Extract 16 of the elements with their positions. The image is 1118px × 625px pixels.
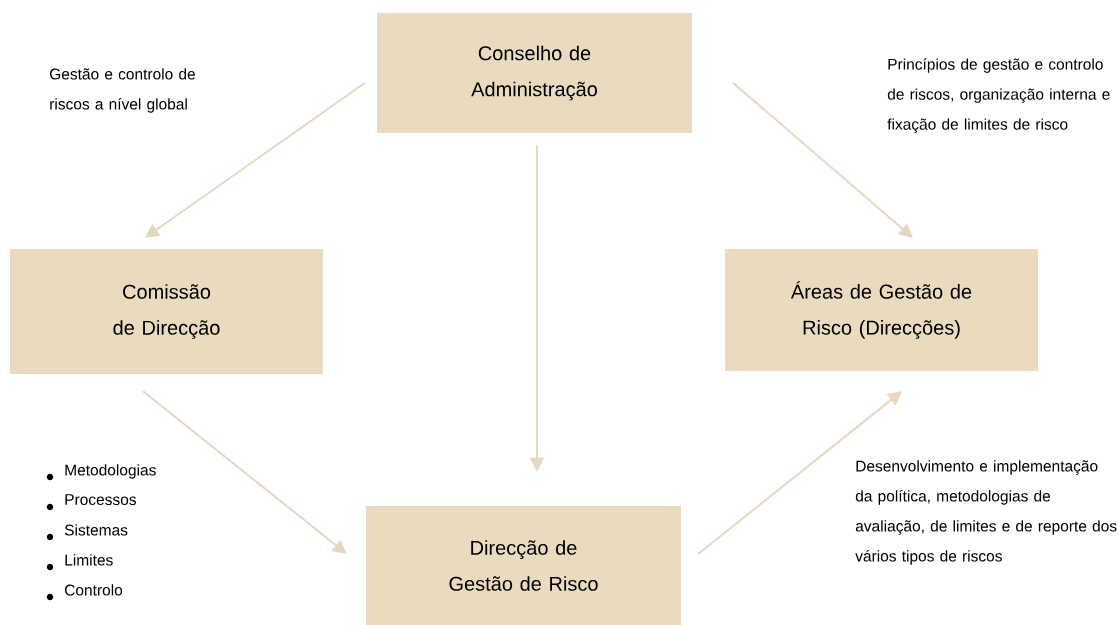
- arrow: [697, 391, 902, 555]
- process-box: Direcção de Gestão de Risco: [366, 506, 681, 625]
- list-item: Processos: [65, 494, 136, 506]
- process-box: Conselho de Administração: [377, 13, 692, 133]
- arrow: [145, 82, 366, 238]
- arrow: [142, 390, 347, 554]
- annotation-text: Gestão e controlo de riscos a nível global: [50, 68, 195, 113]
- process-box: Áreas de Gestão de Risco (Direcções): [725, 249, 1038, 371]
- list-item: Controlo: [65, 584, 123, 596]
- annotation-text: Desenvolvimento e implementação da política, metodologias de avaliação, de limites e de reporte dos vários tipos de riscos: [855, 460, 1117, 565]
- list-item: Sistemas: [64, 524, 128, 536]
- list-item: Limites: [65, 554, 113, 566]
- process-box: Comissão de Direcção: [10, 249, 323, 374]
- arrow: [732, 82, 913, 238]
- list-item: Metodologias: [65, 464, 156, 479]
- annotation-text: Princípios de gestão e controlo de riscos, organização interna e fixação de limites de risco: [887, 58, 1110, 133]
